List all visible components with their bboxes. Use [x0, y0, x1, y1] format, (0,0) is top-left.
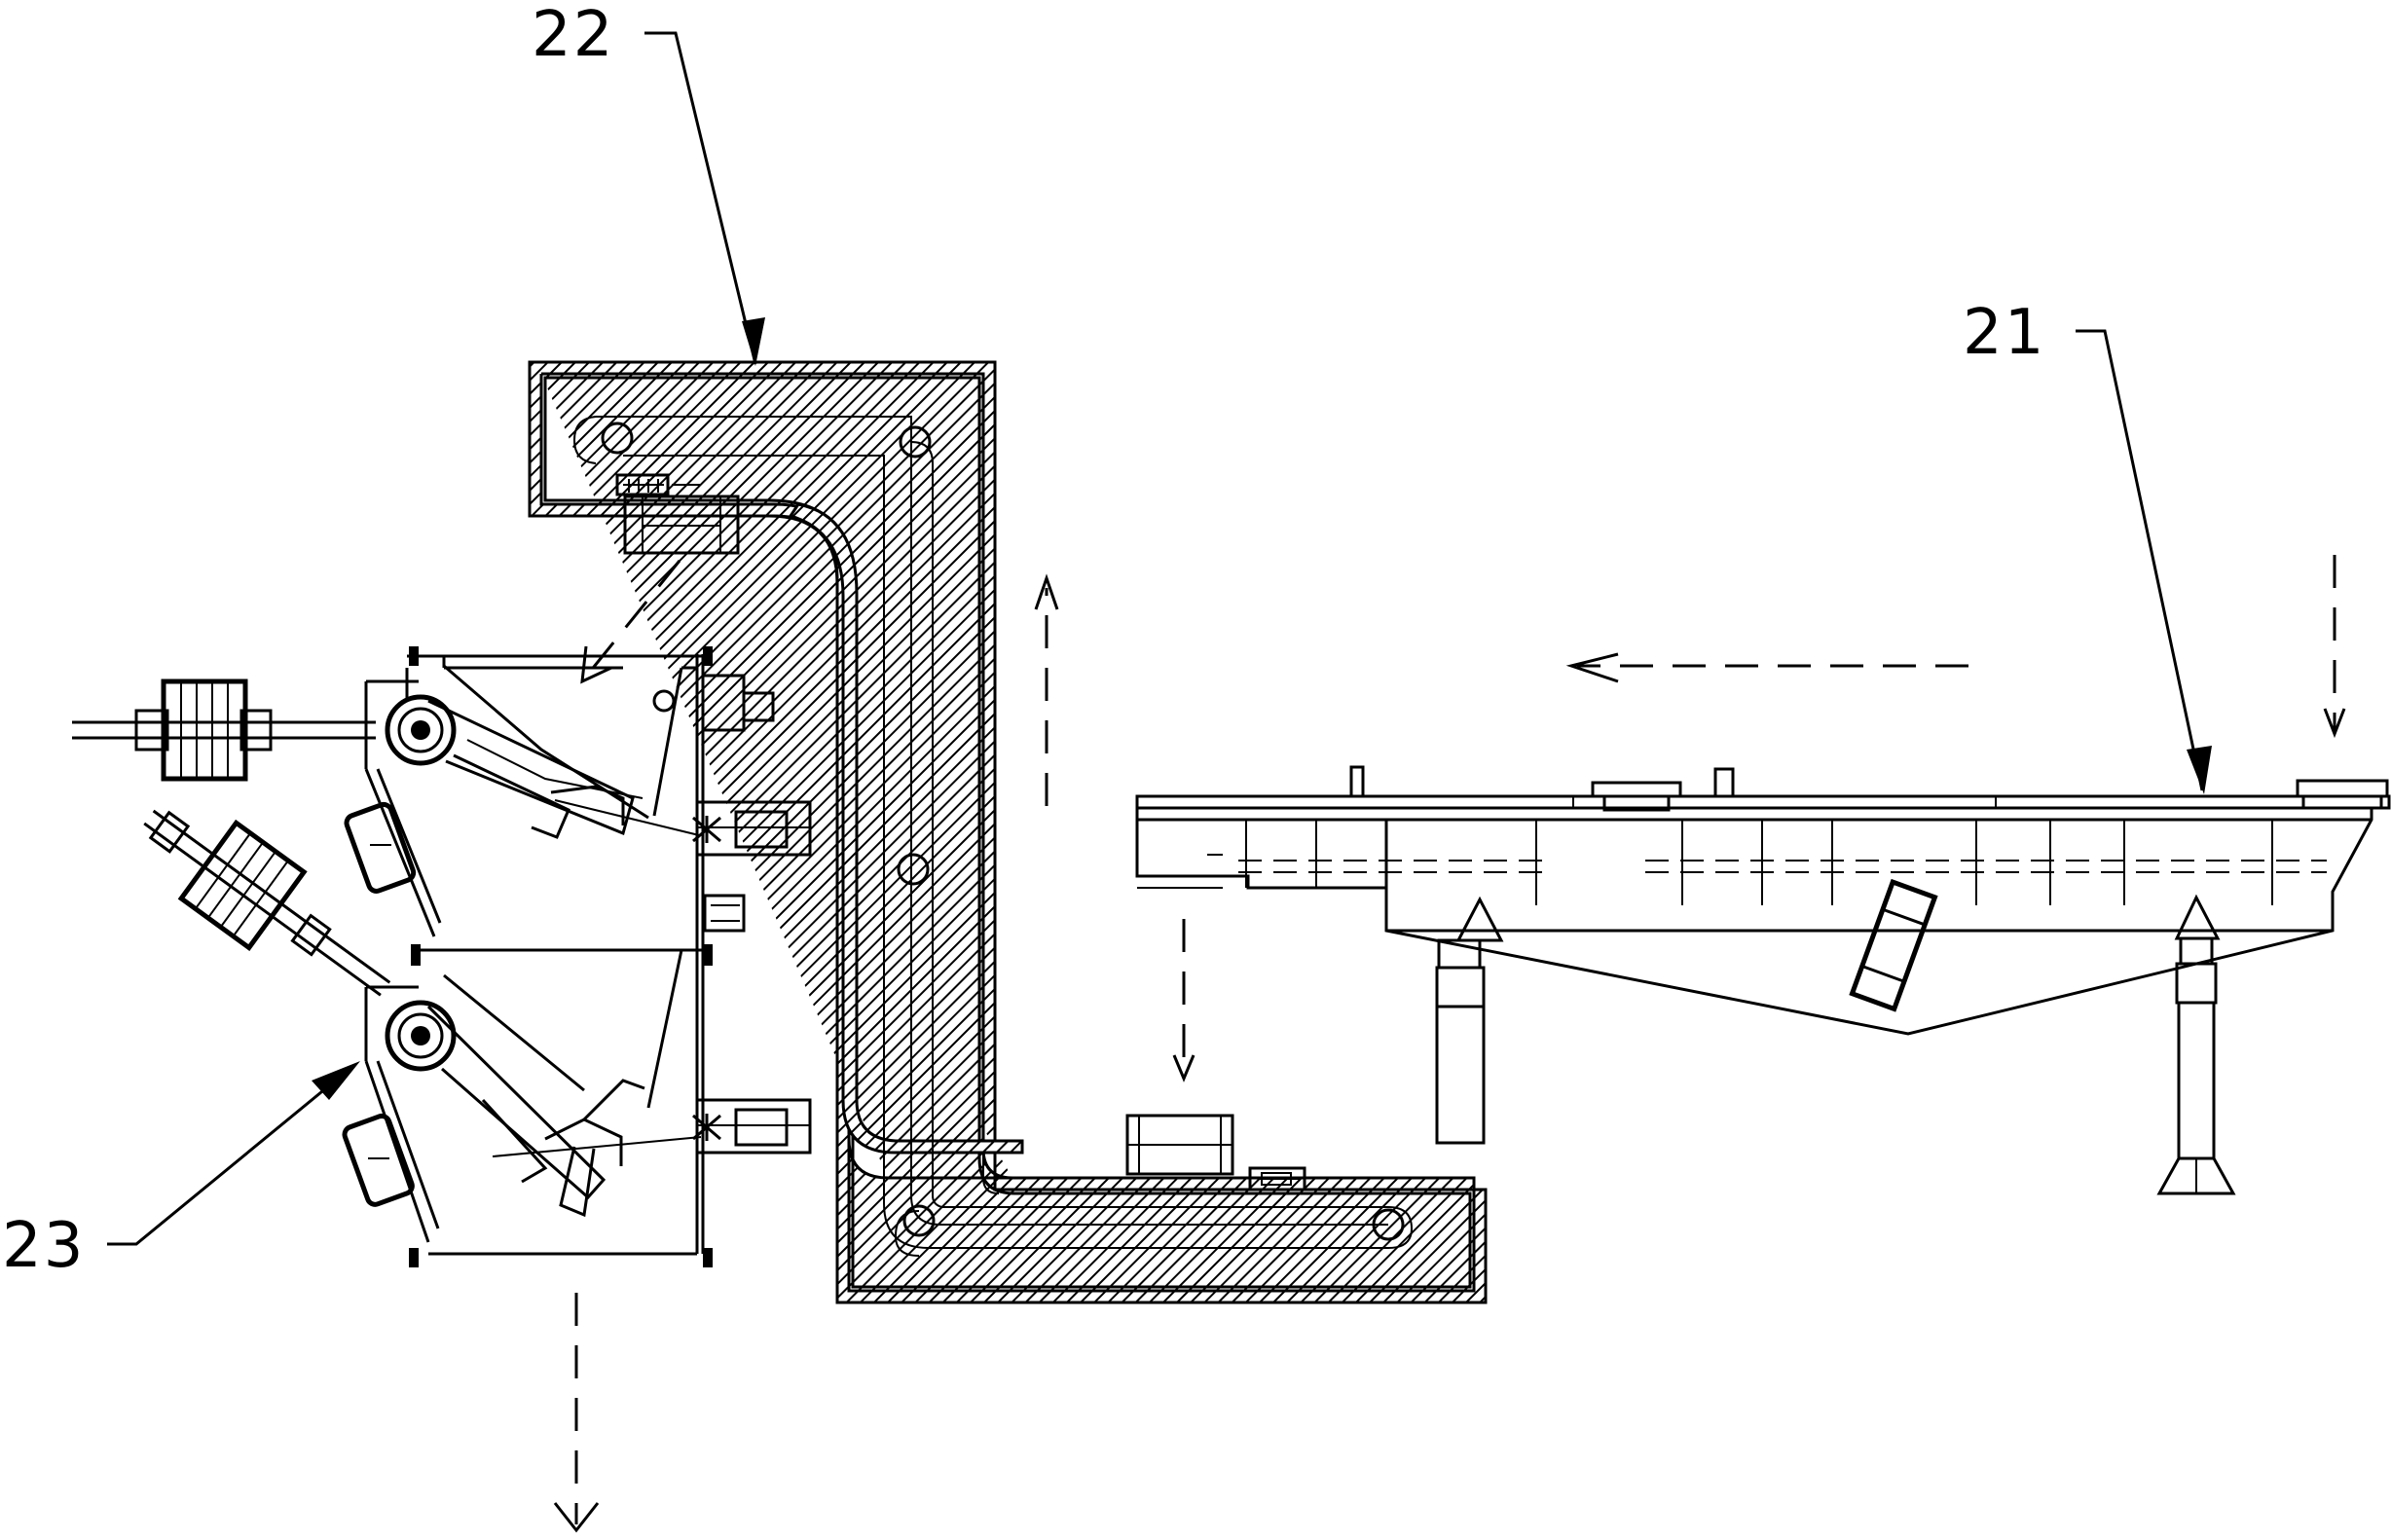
elevator-housing-wall — [528, 360, 1488, 1304]
bottom-right-pulley — [1372, 1208, 1405, 1241]
label-bucket-elevator: 22 — [532, 0, 615, 71]
label-separator: 23 — [2, 1210, 86, 1282]
vibrating-feeder — [1135, 765, 2391, 1195]
top-right-pulley — [899, 425, 932, 458]
label-feeder: 21 — [1963, 297, 2046, 369]
leader-lines — [107, 31, 2212, 1246]
bottom-left-pulley — [902, 1204, 936, 1237]
magnetic-separator — [72, 646, 812, 1267]
upper-magnetic-roller — [385, 694, 457, 766]
elevator-liner — [788, 502, 1024, 1155]
separator-inlet-arrow — [588, 560, 681, 673]
top-left-pulley — [601, 422, 634, 455]
lower-magnetic-roller — [385, 1000, 457, 1072]
middle-pulley — [897, 853, 930, 886]
flow-arrows — [553, 555, 2346, 1533]
bucket-elevator — [528, 360, 1488, 1304]
